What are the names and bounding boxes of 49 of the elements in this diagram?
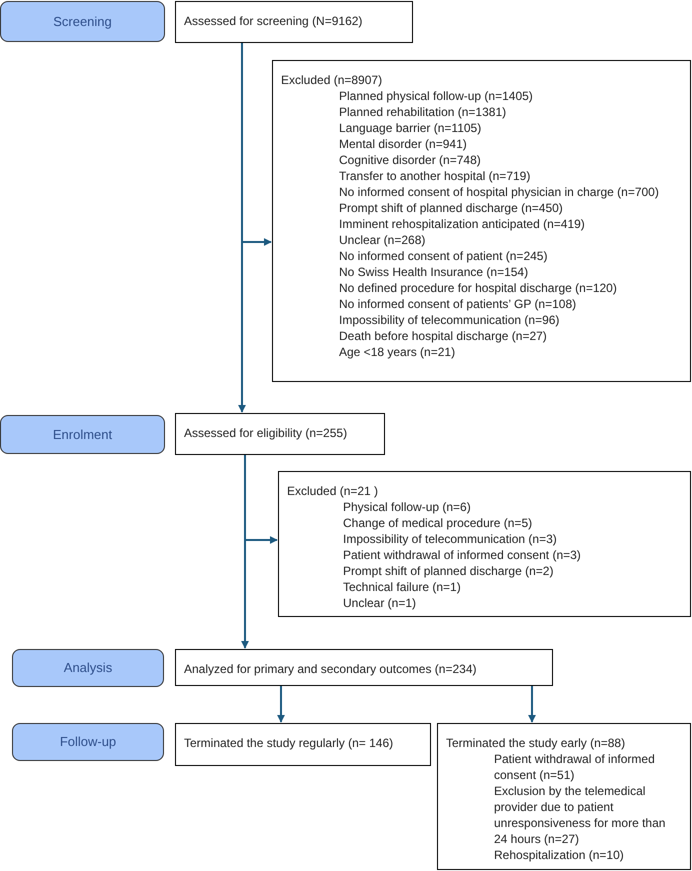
list-item: Patient withdrawal of informed consent (n=51): [494, 751, 656, 783]
process-box: [175, 1, 413, 43]
list-item: Unclear (n=268): [339, 232, 426, 248]
list-item: Patient withdrawal of informed consent (n=3): [343, 547, 582, 563]
stage-label-box: Enrolment: [0, 415, 165, 454]
process-box: [272, 60, 691, 382]
list-item: Planned physical follow-up (n=1405): [339, 88, 534, 104]
list-item: No Swiss Health Insurance (n=154): [339, 264, 530, 280]
box-heading: Excluded (n=21 ): [287, 483, 380, 499]
box-heading: Assessed for screening (N=9162): [184, 13, 364, 29]
list-item: Exclusion by the telemedical provider due to patient unresponsiveness for more than 24 hours (n=27): [494, 783, 666, 847]
list-item: No informed consent of hospital physician in charge (n=700): [339, 184, 660, 200]
list-item: Physical follow-up (n=6): [343, 499, 472, 515]
stage-label-box: Follow-up: [12, 723, 164, 761]
box-heading: Terminated the study early (n=88): [446, 735, 626, 751]
stage-label-box: Analysis: [12, 649, 164, 687]
list-item: Prompt shift of planned discharge (n=2): [343, 563, 554, 579]
process-box: [437, 723, 691, 870]
arrow: [241, 43, 272, 246]
list-item: No defined procedure for hospital discharge (n=120): [339, 280, 618, 296]
list-item: No informed consent of patients’ GP (n=108): [339, 296, 578, 312]
list-item: Technical failure (n=1): [343, 579, 462, 595]
list-item: Planned rehabilitation (n=1381): [339, 104, 508, 120]
arrow: [277, 686, 285, 723]
list-item: Language barrier (n=1105): [339, 120, 482, 136]
box-heading: Assessed for eligibility (n=255): [184, 425, 348, 441]
process-box: [175, 723, 431, 766]
box-heading: Analyzed for primary and secondary outcomes (n=234): [184, 661, 478, 677]
list-item: Age <18 years (n=21): [339, 344, 456, 360]
process-box: [175, 413, 385, 455]
list-item: Transfer to another hospital (n=719): [339, 168, 532, 184]
arrow: [244, 455, 278, 544]
box-heading: Excluded (n=8907): [281, 72, 384, 88]
process-box: [278, 471, 691, 617]
list-item: Death before hospital discharge (n=27): [339, 328, 548, 344]
list-item: Imminent rehospitalization anticipated (n=419): [339, 216, 586, 232]
arrow: [528, 686, 536, 723]
list-item: Cognitive disorder (n=748): [339, 152, 482, 168]
list-item: Mental disorder (n=941): [339, 136, 468, 152]
list-item: Change of medical procedure (n=5): [343, 515, 534, 531]
list-item: Prompt shift of planned discharge (n=450): [339, 200, 564, 216]
stage-label-box: Screening: [0, 1, 165, 42]
list-item: Impossibility of telecommunication (n=3): [343, 531, 558, 547]
list-item: No informed consent of patient (n=245): [339, 248, 548, 264]
process-box: [175, 649, 553, 686]
list-item: Impossibility of telecommunication (n=96): [339, 312, 560, 328]
box-heading: Terminated the study regularly (n= 146): [184, 735, 394, 751]
list-item: Unclear (n=1): [343, 595, 418, 611]
list-item: Rehospitalization (n=10): [494, 847, 625, 863]
